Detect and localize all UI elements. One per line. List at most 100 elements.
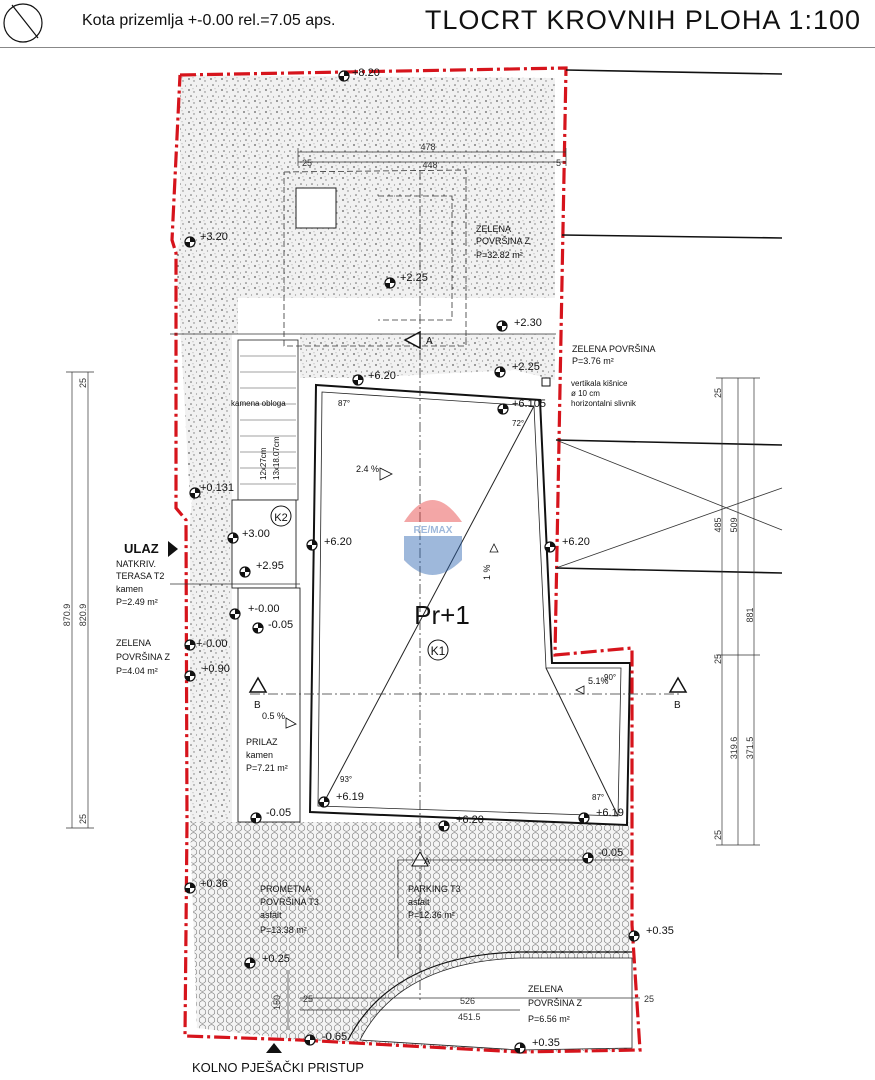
elev-620b: +6.20 — [324, 536, 352, 548]
north-arrow-icon — [3, 3, 43, 43]
elevation-marker-icon — [184, 882, 196, 894]
elevation-marker-icon — [497, 403, 509, 415]
green-left-l2: POVRŠINA Z — [116, 652, 171, 662]
access-label: KOLNO PJEŠAČKI PRISTUP — [192, 1060, 364, 1075]
elev-000b: +-0.00 — [196, 638, 228, 650]
green-mid-l1: ZELENA POVRŠINA — [572, 344, 656, 354]
elev-620c: +6.20 — [562, 536, 590, 548]
elevation-marker-icon — [227, 532, 239, 544]
elevation-marker-icon — [544, 541, 556, 553]
elev-005c: -0.05 — [598, 847, 623, 859]
traffic-l1: PROMETNA — [260, 884, 311, 894]
dimension-lines — [66, 148, 760, 1030]
roof-ridge-diagonal — [321, 405, 535, 807]
elevation-marker-icon — [244, 957, 256, 969]
section-marker-b-right-icon — [668, 676, 688, 693]
note-downpipe-1: vertikala kišnice — [571, 379, 628, 388]
chimney — [295, 187, 337, 229]
approach-strip — [237, 587, 301, 823]
note-stairs-1: 12x27cm — [259, 447, 268, 480]
elevation-marker-icon — [338, 70, 350, 82]
drawing-header: Kota prizemlja +-0.00 rel.=7.05 aps. TLO… — [0, 0, 875, 48]
angle-2: 72° — [512, 419, 524, 428]
angle-5: 90° — [604, 673, 616, 682]
dim-bot-v: 150 — [272, 995, 282, 1010]
angle-3: 93° — [340, 775, 352, 784]
green-area-left — [190, 500, 232, 822]
property-boundary — [170, 66, 642, 1054]
roof-tag-k1-circle — [427, 639, 449, 661]
elev-0131: +0.131 — [200, 482, 234, 494]
elev-230: +2.30 — [514, 317, 542, 329]
elevation-marker-icon — [628, 930, 640, 942]
dim-bot-1: 526 — [460, 996, 475, 1006]
dim-right-3196: 319.6 — [729, 737, 739, 760]
remax-watermark-logo: RE/MAX — [404, 500, 462, 575]
section-marker-a-icon — [403, 330, 421, 350]
notes: kamena obloga 12x27cm 13x18.07cm vertika… — [231, 379, 637, 480]
elevation-markers — [184, 70, 640, 1054]
building-label: Pr+1 — [414, 600, 470, 630]
neighbour-lines — [555, 69, 783, 574]
elevation-marker-icon — [304, 1034, 316, 1046]
curb-curve — [347, 951, 632, 1041]
terrace-l3: kamen — [116, 584, 143, 594]
elevation-marker-icon — [250, 812, 262, 824]
angle-labels: 87° 72° 93° 87° 90° — [338, 399, 616, 802]
elev-035a: +0.35 — [646, 925, 674, 937]
section-letter-b-left: B — [254, 700, 261, 711]
dim-left-end-b: 25 — [78, 814, 88, 824]
elev-320: +3.20 — [200, 231, 228, 243]
green-bottom-area: P=6.56 m² — [528, 1014, 570, 1024]
elevation-marker-icon — [184, 236, 196, 248]
green-top-l2: POVRŠINA Z — [476, 236, 531, 246]
dimension-labels: 478 448 25 5 870.9 820.9 25 25 485 509 8… — [62, 142, 755, 1022]
dim-top-r: 5 — [556, 158, 561, 168]
approach-l1: PRILAZ — [246, 737, 278, 747]
tag-k2: K2 — [274, 512, 287, 524]
note-cladding: kamena obloga — [231, 399, 286, 408]
area-labels: ZELENA POVRŠINA Z P=32.82 m² ZELENA POVR… — [116, 224, 656, 1024]
elevation-marker-icon — [438, 820, 450, 832]
terrace-area: P=2.49 m² — [116, 597, 158, 607]
elevation-marker-icon — [384, 277, 396, 289]
green-top-area: P=32.82 m² — [476, 250, 523, 260]
slope-4: 0.5 % — [262, 711, 285, 721]
section-letter-a-lower: A — [424, 856, 430, 866]
green-bottom-l1: ZELENA — [528, 984, 563, 994]
dim-bot-l: 25 — [303, 994, 313, 1004]
elevation-labels: +8.20 +3.20 +2.25 +2.30 +2.25 +6.20 +6.1… — [196, 67, 674, 1049]
green-top-l1: ZELENA — [476, 224, 511, 234]
elev-619a: +6.19 — [336, 791, 364, 803]
building-roof-k1 — [308, 383, 632, 827]
elevation-marker-icon — [352, 374, 364, 386]
roof-tag-k1: K1 — [431, 644, 446, 658]
green-area-bottom — [359, 957, 633, 1051]
dim-left-inner: 820.9 — [78, 604, 88, 627]
elev-620d: +6.20 — [456, 814, 484, 826]
section-marker-b-left-icon — [248, 676, 268, 693]
header-divider — [0, 47, 875, 48]
drawing-title: TLOCRT KROVNIH PLOHA 1:100 — [424, 5, 861, 35]
stair-treads — [240, 355, 296, 485]
slope-labels: 2.4 % 1 % 5.1% 0.5 % — [262, 464, 609, 721]
terrace-l2: TERASA T2 — [116, 571, 164, 581]
parking-l1: PARKING T3 — [408, 884, 461, 894]
dim-bot-r: 25 — [644, 994, 654, 1004]
elev-035b: +0.35 — [532, 1037, 560, 1049]
green-left-area: P=4.04 m² — [116, 666, 158, 676]
green-mid-area: P=3.76 m² — [572, 356, 614, 366]
parking-area: P=12.36 m² — [408, 910, 455, 920]
entrance-arrow-icon — [168, 541, 178, 557]
neighbour-lines-thin — [170, 333, 783, 585]
elevation-marker-icon — [189, 487, 201, 499]
approach-l2: kamen — [246, 750, 273, 760]
elev-6105: +6.105 — [512, 398, 546, 410]
dim-left-total: 870.9 — [62, 604, 72, 627]
elev-090: +0.90 — [202, 663, 230, 675]
angle-4: 87° — [592, 793, 604, 802]
roof-ridge-diagonal-2 — [545, 667, 619, 817]
elevation-marker-icon — [306, 539, 318, 551]
downpipe-icon — [541, 377, 551, 387]
